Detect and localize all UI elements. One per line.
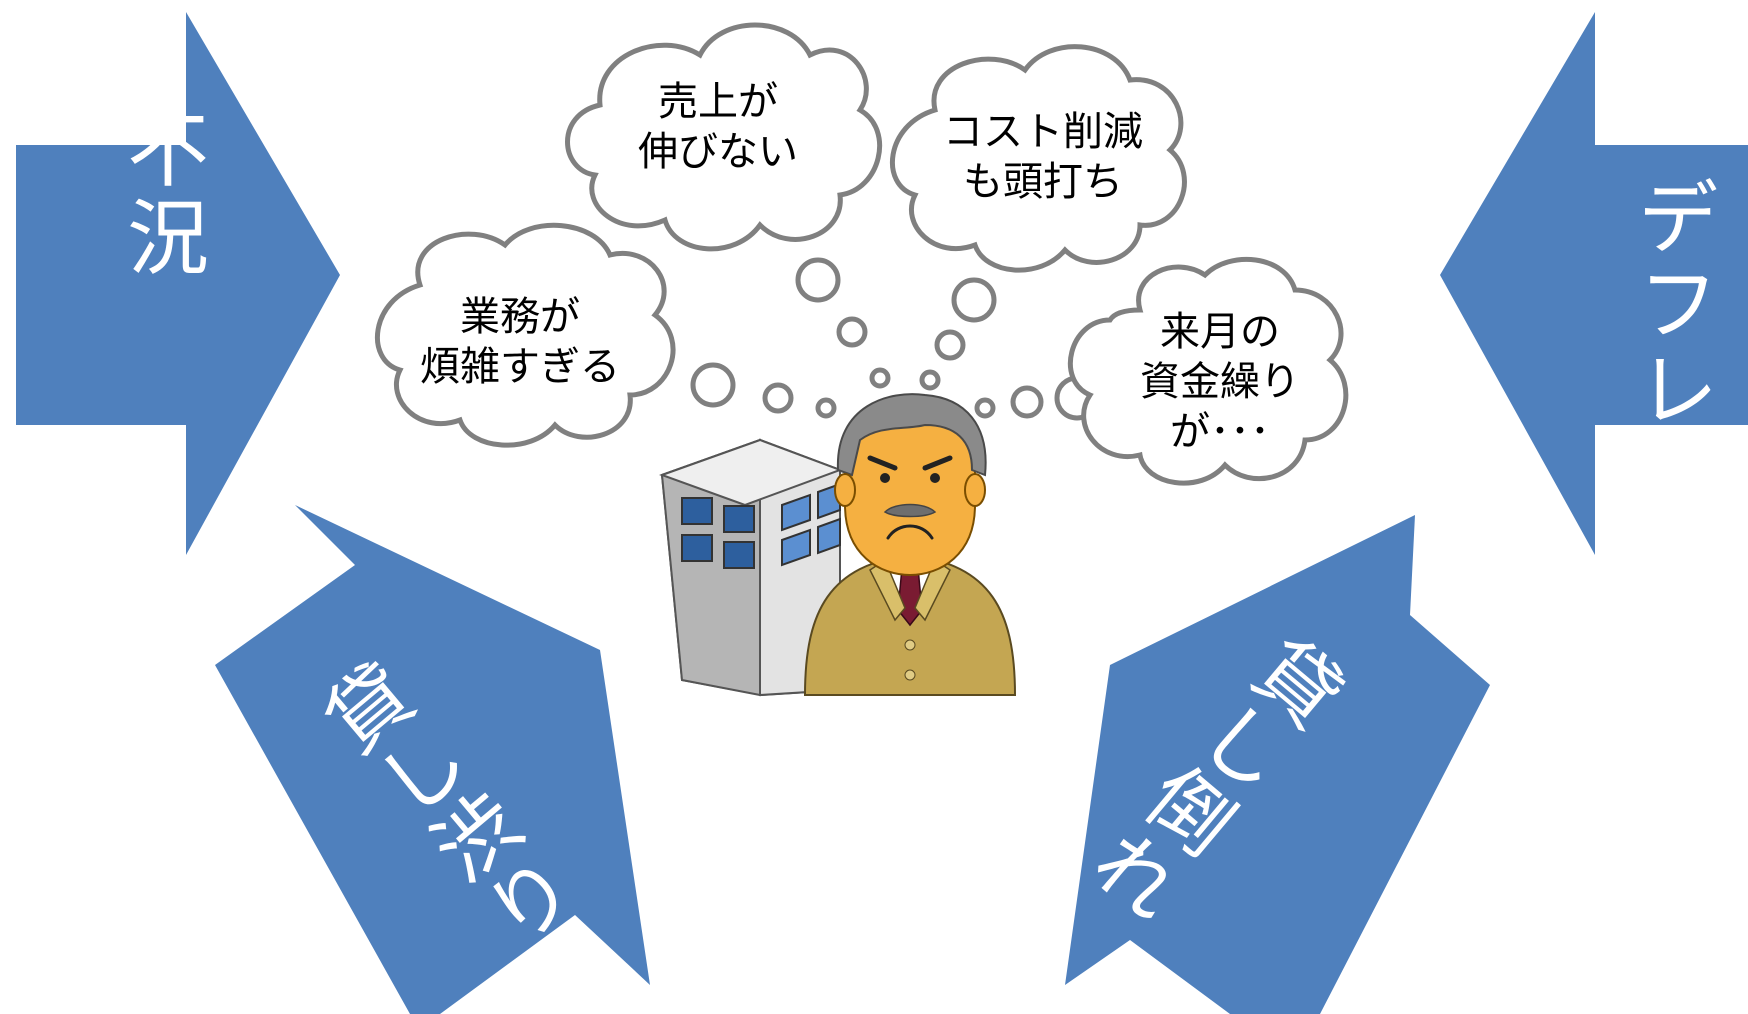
- thought-cloud-cost: コスト削減 も頭打ち: [890, 44, 1187, 273]
- bubble: [974, 397, 996, 419]
- thought-work-line1: 業務が: [460, 294, 580, 340]
- thought-sales-line1: 売上が: [658, 79, 778, 125]
- bubble: [836, 316, 868, 348]
- window: [681, 534, 713, 562]
- thought-cloud-sales: 売上が 伸びない: [565, 22, 883, 252]
- thought-work-line2: 煩雑すぎる: [420, 344, 620, 390]
- arrow-deflation-label: デフレ: [1623, 175, 1718, 433]
- thought-funds-line3: が･･･: [1170, 409, 1270, 455]
- window: [681, 497, 713, 525]
- thought-sales-line2: 伸びない: [638, 129, 798, 175]
- thought-cloud-work: 業務が 煩雑すぎる: [375, 222, 676, 448]
- bubble: [1010, 385, 1044, 419]
- bubble: [762, 382, 794, 414]
- bubble: [815, 397, 837, 419]
- window: [723, 541, 755, 569]
- arrow-deflation: デフレ: [1440, 12, 1748, 555]
- bubble: [919, 369, 941, 391]
- window: [781, 528, 811, 567]
- thought-funds-line1: 来月の: [1160, 309, 1280, 355]
- bubble: [951, 277, 997, 323]
- businessman-illustration: [803, 393, 1017, 696]
- arrow-kashidaore: 貸し倒れ: [1065, 515, 1490, 1014]
- window: [723, 505, 755, 533]
- arrow-fukyou-label: 不況: [113, 107, 208, 283]
- bubble: [795, 257, 841, 303]
- thought-bubbles: [690, 257, 1100, 421]
- bubble: [690, 362, 736, 408]
- thought-cloud-funds: 来月の 資金繰り が･･･: [1067, 256, 1349, 486]
- thought-cost-line2: も頭打ち: [963, 159, 1123, 205]
- thought-cost-line1: コスト削減: [943, 109, 1143, 155]
- thought-funds-line2: 資金繰り: [1140, 359, 1300, 405]
- window: [817, 517, 841, 555]
- bubble: [869, 367, 891, 389]
- arrow-kashishiburi: 貸し渋り: [215, 505, 650, 1014]
- window: [781, 493, 811, 532]
- bubble: [934, 329, 966, 361]
- arrow-fukyou: 不況: [16, 12, 340, 555]
